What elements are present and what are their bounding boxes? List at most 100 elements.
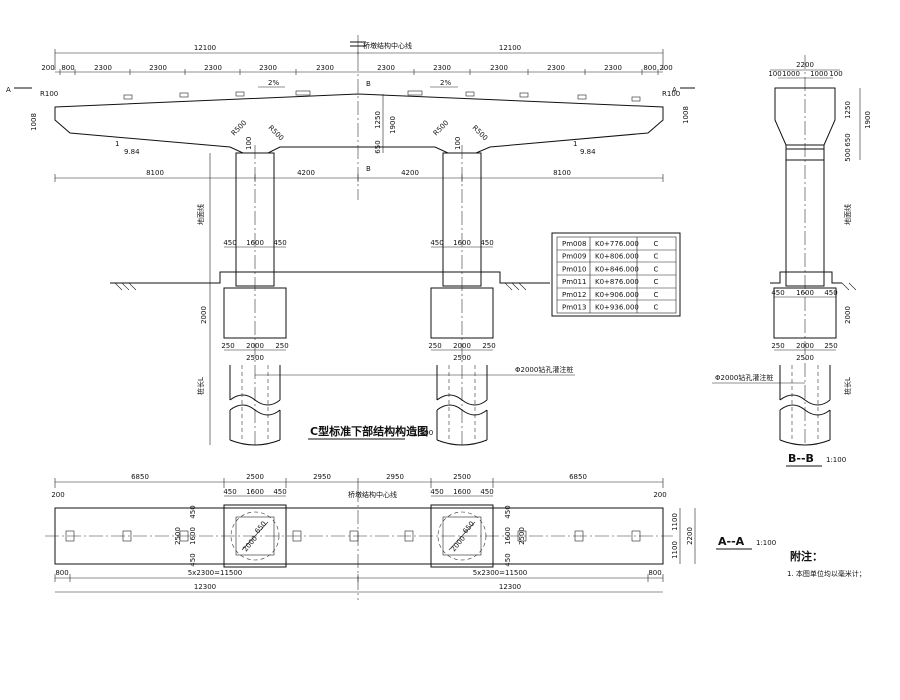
- dim-bottom-2: 4200: [297, 169, 315, 177]
- side-h2: 1900: [864, 111, 872, 129]
- pier-table-cell-type: C: [654, 240, 659, 248]
- col2-dim-a: 450: [430, 239, 443, 247]
- plan-pile-r-left: 650: [253, 520, 268, 535]
- pile-label-main: Φ2000钻孔灌注桩: [515, 365, 573, 374]
- col1-dim-c: 450: [273, 239, 286, 247]
- plan-dim-1: 6850: [131, 473, 149, 481]
- col1-dim-b: 1600: [246, 239, 264, 247]
- plan-off-l1: 450: [189, 505, 197, 518]
- plan-pile-d-right: 2000: [449, 534, 467, 553]
- dim-bottom-1: 8100: [146, 169, 164, 177]
- dim-end-left: 800: [61, 64, 74, 72]
- plan-bearings: [65, 530, 641, 542]
- side-edge-right: 100: [829, 70, 842, 78]
- side-pile-length: 桩长L: [843, 377, 852, 395]
- dim-seg: 2300: [316, 64, 334, 72]
- slope-one-left: 1: [115, 140, 119, 148]
- slope-left: 2%: [268, 79, 279, 87]
- plan-b1: 800: [55, 569, 68, 577]
- side-footing: [773, 287, 837, 339]
- cap-height-1: 1250: [374, 111, 382, 129]
- side-h3: 650: [844, 133, 852, 146]
- ground-label: 地面线: [196, 204, 205, 225]
- pile-right: [436, 365, 488, 446]
- plan-total-h: 2200: [686, 527, 694, 545]
- pier-table-cell-station: K0+846.000: [595, 265, 639, 273]
- plan-footing-left: [223, 504, 287, 568]
- pier-table-cell-pier: Pm013: [562, 304, 586, 312]
- ftg2-c: 250: [482, 342, 495, 350]
- notch-left: 100: [245, 137, 253, 150]
- slope-ratio-right: 9.84: [580, 148, 596, 156]
- dim-seg: 2300: [204, 64, 222, 72]
- plan-h2: 1100: [671, 541, 679, 559]
- pier-table-cell-type: C: [654, 291, 659, 299]
- side-view-scale: 1:100: [826, 456, 846, 464]
- plan-b2: 5x2300=11500: [188, 569, 243, 577]
- side-pile: [779, 365, 831, 446]
- dim-seg: 2300: [604, 64, 622, 72]
- pier-table-cell-type: C: [654, 265, 659, 273]
- side-col-a: 450: [771, 289, 784, 297]
- side-top-total: 2200: [796, 61, 814, 69]
- plan-view: 6850 2500 2950 2950 2500 6850 450 1600 4…: [45, 473, 776, 600]
- end-height-right: 1008: [682, 106, 690, 124]
- side-footing-height: 2000: [844, 306, 852, 324]
- pier-table-cell-station: K0+806.000: [595, 253, 639, 261]
- dim-seg: 2300: [433, 64, 451, 72]
- dim-edge-right: 200: [659, 64, 672, 72]
- section-mark-b-bottom: B: [366, 165, 371, 173]
- dim-half-width-left: 12100: [194, 44, 216, 52]
- chamfer-col1-left: R500: [230, 119, 249, 138]
- plan-half-right: 12300: [499, 583, 521, 591]
- plan-off-r2: 450: [504, 553, 512, 566]
- ftg2-b: 2000: [453, 342, 471, 350]
- main-elevation-view: 桥墩结构中心线 12100 12100 200 800 2300 2300 23…: [6, 35, 695, 446]
- side-ground-label: 地面线: [843, 204, 852, 225]
- dim-bottom-3: 4200: [401, 169, 419, 177]
- pier-table-cell-pier: Pm012: [562, 291, 586, 299]
- plan-edge-left: 200: [51, 491, 64, 499]
- chamfer-col2-right: R500: [471, 124, 490, 143]
- side-column: [785, 159, 825, 287]
- side-half-right: 1000: [810, 70, 828, 78]
- cap-height-3: 650: [374, 140, 382, 153]
- dim-half-width-right: 12100: [499, 44, 521, 52]
- slope-ratio-left: 9.84: [124, 148, 140, 156]
- side-ftg-b: 2000: [796, 342, 814, 350]
- footing-right: [430, 287, 494, 339]
- side-col-b: 1600: [796, 289, 814, 297]
- pier-table-cell-station: K0+936.000: [595, 304, 639, 312]
- ftg2-width: 2500: [453, 354, 471, 362]
- chamfer-col2-left: R500: [432, 119, 451, 138]
- ground-line: [110, 271, 550, 291]
- plan-sub-1c: 450: [273, 488, 286, 496]
- plan-pile-r-right: 650: [461, 520, 476, 535]
- ftg1-b: 2000: [246, 342, 264, 350]
- plan-dim-6: 6850: [569, 473, 587, 481]
- plan-view-scale: 1:100: [756, 539, 776, 547]
- section-mark-a-right: A: [672, 86, 677, 94]
- plan-b4: 800: [648, 569, 661, 577]
- plan-dim-4: 2950: [386, 473, 404, 481]
- plan-side-l2: 1600: [189, 527, 197, 545]
- plan-sub-2a: 450: [430, 488, 443, 496]
- pile-length-label: 桩长L: [196, 377, 205, 395]
- chamfer-right: R100: [662, 90, 680, 98]
- side-h4: 500: [844, 148, 852, 161]
- side-edge-left: 100: [768, 70, 781, 78]
- pier-table-cell-pier: Pm009: [562, 253, 586, 261]
- dim-edge-left: 200: [41, 64, 54, 72]
- plan-sub-2b: 1600: [453, 488, 471, 496]
- side-ftg-width: 2500: [796, 354, 814, 362]
- plan-pile-left: [230, 511, 280, 561]
- plan-dim-5: 2500: [453, 473, 471, 481]
- slope-right: 2%: [440, 79, 451, 87]
- chamfer-left: R100: [40, 90, 58, 98]
- dim-seg: 2300: [377, 64, 395, 72]
- plan-off-l2: 450: [189, 553, 197, 566]
- notch-right: 100: [454, 137, 462, 150]
- plan-side-l: 2500: [174, 527, 182, 545]
